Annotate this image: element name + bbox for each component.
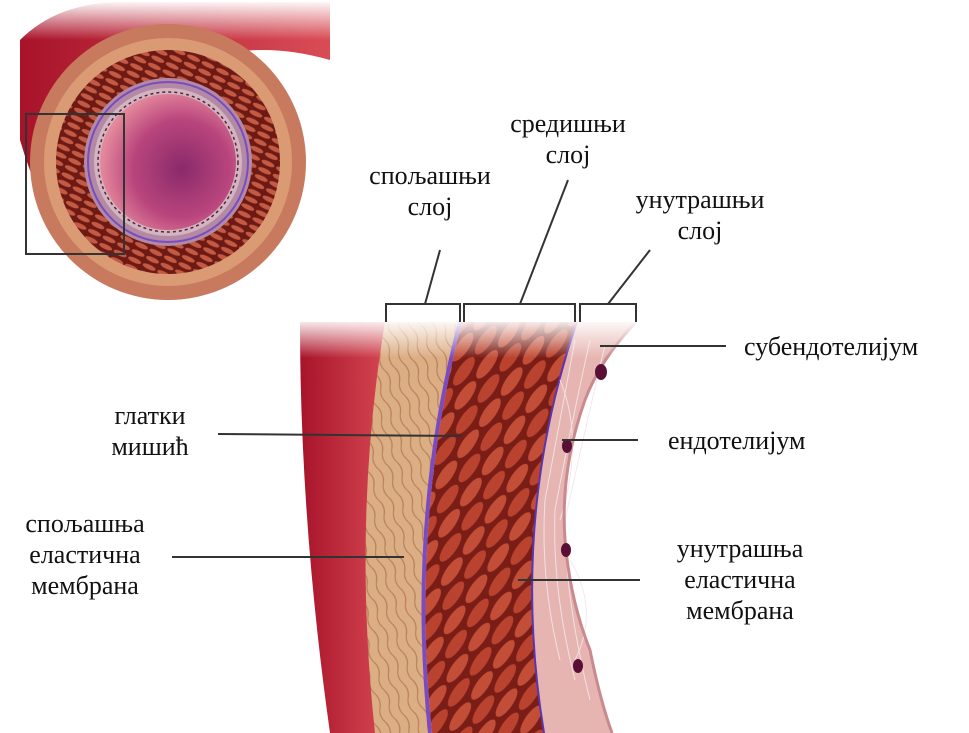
label-middle-layer-line1: средишњи [488, 108, 648, 139]
label-subendothelium: субендотелијум [744, 331, 918, 362]
label-inner-layer: унутрашњи слој [610, 184, 790, 246]
label-internal-membrane-line1: унутрашња [650, 533, 830, 564]
label-outer-layer-line1: спољашњи [350, 160, 510, 191]
label-endothelium-text: ендотелијум [668, 425, 805, 456]
artery-cross-section [0, 0, 330, 300]
label-middle-layer-line2: слој [488, 139, 648, 170]
label-outer-layer: спољашњи слој [350, 160, 510, 222]
label-smooth-muscle: глатки мишић [80, 400, 220, 462]
leader-middle-layer [520, 180, 568, 304]
wall-section [290, 318, 650, 733]
label-subendothelium-text: субендотелијум [744, 331, 918, 362]
label-endothelium: ендотелијум [668, 425, 805, 456]
label-outer-layer-line2: слој [350, 191, 510, 222]
label-internal-elastic-membrane: унутрашња еластична мембрана [650, 533, 830, 626]
label-inner-layer-line1: унутрашњи [610, 184, 790, 215]
label-internal-membrane-line2: еластична [650, 564, 830, 595]
label-smooth-muscle-line2: мишић [80, 431, 220, 462]
label-inner-layer-line2: слој [610, 215, 790, 246]
label-internal-membrane-line3: мембрана [650, 595, 830, 626]
label-external-membrane-line1: спољашња [0, 508, 170, 539]
label-smooth-muscle-line1: глатки [80, 400, 220, 431]
label-external-elastic-membrane: спољашња еластична мембрана [0, 508, 170, 601]
label-external-membrane-line3: мембрана [0, 570, 170, 601]
leader-outer-layer [425, 250, 440, 304]
leader-inner-layer [608, 250, 650, 304]
label-middle-layer: средишњи слој [488, 108, 648, 170]
label-external-membrane-line2: еластична [0, 539, 170, 570]
